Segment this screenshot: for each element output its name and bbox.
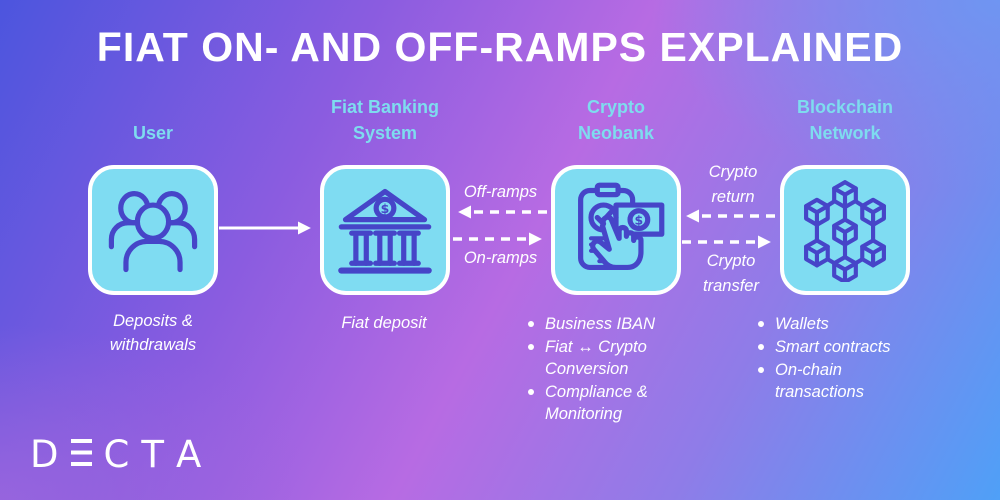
logo-letter: C — [103, 433, 130, 476]
neobank-tap-icon: $ — [578, 182, 665, 271]
logo-letter-stylized-e: E — [70, 439, 92, 466]
node-label-crypto-neobank: Crypto Neobank — [577, 97, 655, 143]
bullet-dot — [758, 367, 764, 373]
node-label-user: User — [132, 123, 174, 143]
dollar-sign-glyph: $ — [381, 201, 390, 216]
bullet-dot — [528, 344, 534, 350]
users-icon — [108, 191, 198, 273]
tile-fiat-banking-system: $ — [320, 165, 450, 295]
list-item: Smart contracts — [758, 336, 968, 358]
node-label-fiat-banking-system: Fiat Banking System — [330, 97, 439, 143]
logo-letter: T — [141, 433, 164, 476]
node-label-blockchain-network: Blockchain Network — [796, 97, 894, 143]
blockchain-icon — [804, 180, 886, 282]
tile-blockchain-network — [780, 165, 910, 295]
bullet-dot — [528, 321, 534, 327]
logo-letter: A — [175, 433, 202, 476]
logo-letter: D — [30, 433, 59, 476]
decta-logo: D E C T A — [30, 436, 201, 473]
tile-user — [88, 165, 218, 295]
tile-crypto-neobank: $ — [551, 165, 681, 295]
list-item: Wallets — [758, 313, 968, 335]
list-item: Fiat ↔ Crypto Conversion — [528, 336, 738, 380]
bank-icon: $ — [338, 188, 432, 274]
bullet-dot — [758, 344, 764, 350]
flow-label-crypto-transfer: Crypto transfer — [703, 252, 759, 295]
caption-user: Deposits & withdrawals — [109, 312, 197, 354]
caption-fiat-deposit: Fiat deposit — [341, 314, 427, 332]
bullet-dot — [758, 321, 764, 327]
page-title: FIAT ON- AND OFF-RAMPS EXPLAINED — [96, 24, 904, 70]
flow-label-crypto-return: Crypto return — [708, 163, 758, 206]
bullet-dot — [528, 389, 534, 395]
flow-label-off-ramps: Off-ramps — [463, 183, 538, 201]
list-item: Compliance & Monitoring — [528, 381, 738, 425]
flow-label-on-ramps: On-ramps — [463, 249, 538, 267]
dollar-sign-glyph: $ — [635, 212, 644, 227]
neobank-feature-list: Business IBAN Fiat ↔ Crypto Conversion C… — [528, 313, 738, 426]
blockchain-feature-list: Wallets Smart contracts On-chain transac… — [758, 313, 968, 404]
list-item: Business IBAN — [528, 313, 738, 335]
list-item: On-chain transactions — [758, 359, 968, 403]
